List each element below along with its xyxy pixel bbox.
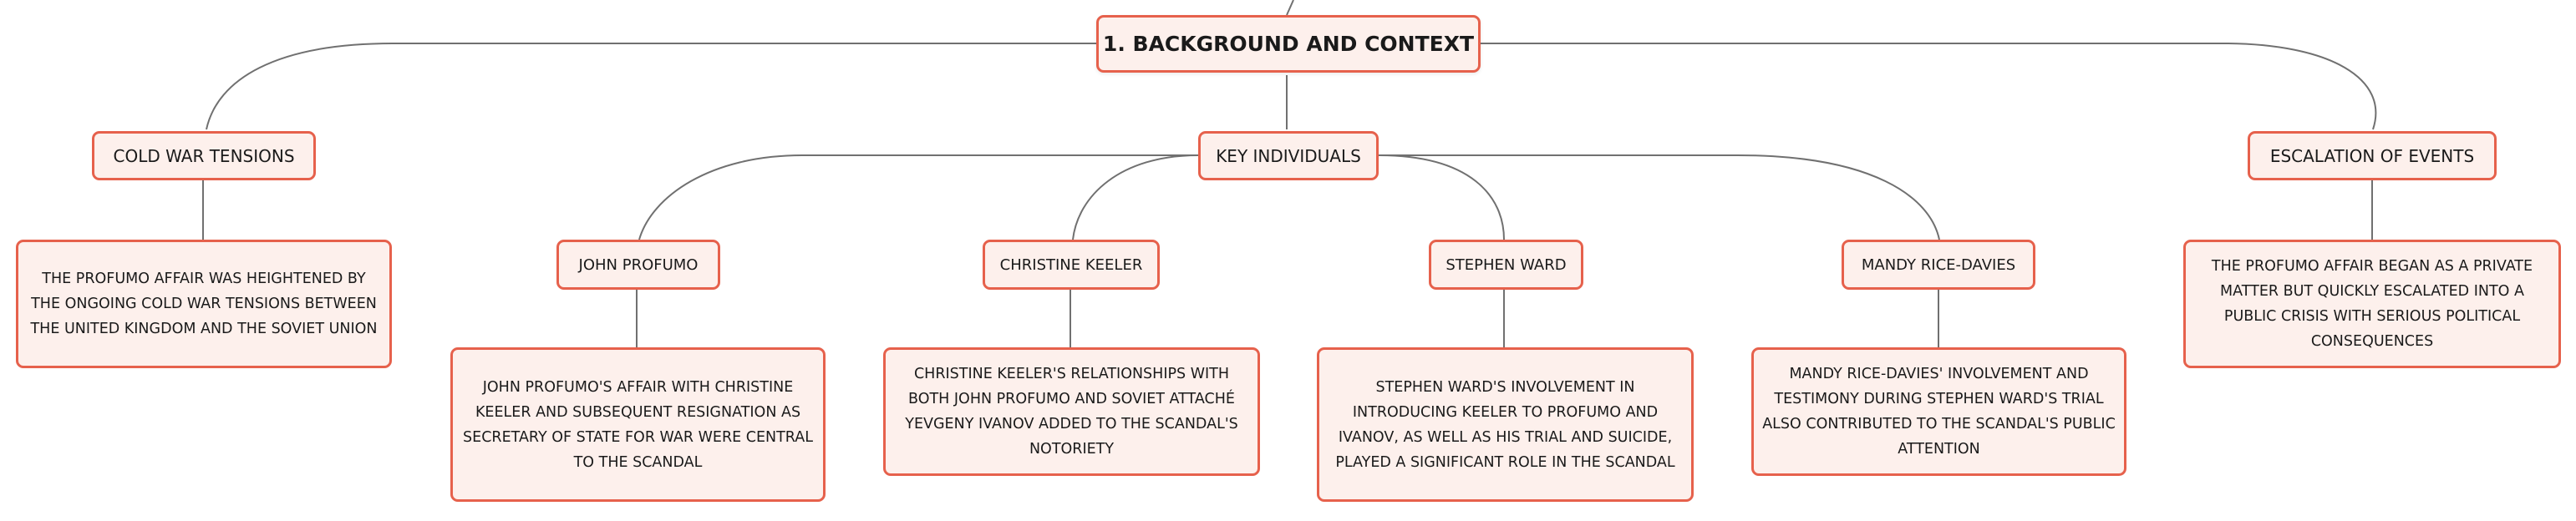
node-label: ESCALATION OF EVENTS bbox=[2269, 145, 2475, 166]
link-key-profumo bbox=[638, 154, 1198, 240]
note-john-profumo[interactable]: JOHN PROFUMO'S AFFAIR WITH CHRISTINE KEE… bbox=[450, 347, 826, 502]
node-label: MANDY RICE-DAVIES bbox=[1861, 255, 2016, 274]
note-escalation-of-events[interactable]: THE PROFUMO AFFAIR BEGAN AS A PRIVATE MA… bbox=[2183, 240, 2561, 368]
note-text: JOHN PROFUMO'S AFFAIR WITH CHRISTINE KEE… bbox=[463, 378, 813, 471]
note-christine-keeler[interactable]: CHRISTINE KEELER'S RELATIONSHIPS WITH BO… bbox=[883, 347, 1260, 476]
note-stephen-ward[interactable]: STEPHEN WARD'S INVOLVEMENT IN INTRODUCIN… bbox=[1317, 347, 1694, 502]
node-christine-keeler[interactable]: CHRISTINE KEELER bbox=[983, 240, 1160, 290]
root-label: 1. BACKGROUND AND CONTEXT bbox=[1102, 32, 1475, 56]
note-text: THE PROFUMO AFFAIR BEGAN AS A PRIVATE MA… bbox=[2211, 258, 2533, 350]
node-escalation-of-events[interactable]: ESCALATION OF EVENTS bbox=[2248, 131, 2497, 180]
node-cold-war-tensions[interactable]: COLD WAR TENSIONS bbox=[92, 131, 316, 180]
note-text: STEPHEN WARD'S INVOLVEMENT IN INTRODUCIN… bbox=[1335, 378, 1675, 471]
node-john-profumo[interactable]: JOHN PROFUMO bbox=[556, 240, 720, 290]
link-root-escalation bbox=[1481, 43, 2377, 130]
note-text: MANDY RICE-DAVIES' INVOLVEMENT AND TESTI… bbox=[1762, 366, 2116, 458]
note-text: CHRISTINE KEELER'S RELATIONSHIPS WITH BO… bbox=[905, 366, 1238, 458]
node-mandy-rice-davies[interactable]: MANDY RICE-DAVIES bbox=[1842, 240, 2035, 290]
link-key-keeler bbox=[1072, 154, 1199, 240]
node-label: CHRISTINE KEELER bbox=[999, 255, 1143, 274]
note-cold-war-tensions[interactable]: THE PROFUMO AFFAIR WAS HEIGHTENED BY THE… bbox=[16, 240, 392, 368]
note-text: THE PROFUMO AFFAIR WAS HEIGHTENED BY THE… bbox=[30, 271, 378, 337]
node-label: COLD WAR TENSIONS bbox=[113, 145, 295, 166]
link-parent-root bbox=[1286, 0, 1294, 16]
link-key-rice-davies bbox=[1379, 154, 1940, 240]
note-mandy-rice-davies[interactable]: MANDY RICE-DAVIES' INVOLVEMENT AND TESTI… bbox=[1751, 347, 2126, 476]
root-node[interactable]: 1. BACKGROUND AND CONTEXT bbox=[1096, 15, 1481, 73]
node-stephen-ward[interactable]: STEPHEN WARD bbox=[1429, 240, 1583, 290]
link-root-cold-war bbox=[206, 43, 1096, 130]
node-label: KEY INDIVIDUALS bbox=[1216, 145, 1361, 166]
node-label: JOHN PROFUMO bbox=[578, 255, 699, 274]
node-key-individuals[interactable]: KEY INDIVIDUALS bbox=[1198, 131, 1379, 180]
node-label: STEPHEN WARD bbox=[1446, 255, 1567, 274]
link-key-ward bbox=[1378, 154, 1505, 240]
